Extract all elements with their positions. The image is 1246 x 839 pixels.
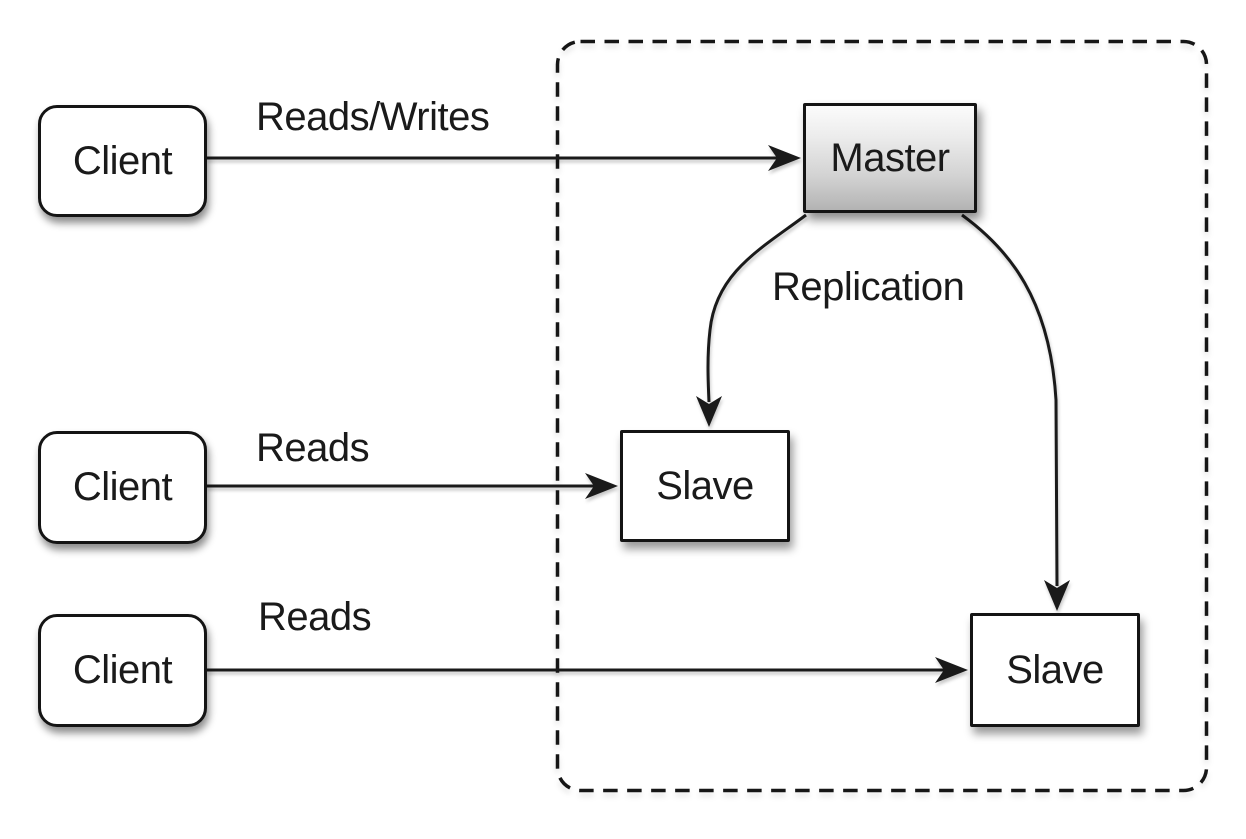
edge-master-slave2-replication-arrow [961, 213, 1070, 611]
node-client-1-label: Client [72, 138, 173, 183]
node-client-1: Client [38, 105, 207, 217]
node-master: Master [803, 103, 977, 213]
node-slave-1: Slave [620, 430, 790, 542]
arrowhead-down-icon [696, 396, 722, 427]
arrowhead-right-icon [585, 473, 618, 499]
edge-client3-slave2-arrow [207, 657, 968, 683]
node-master-label: Master [830, 135, 950, 180]
node-client-3-label: Client [72, 648, 173, 692]
arrowhead-right-icon [935, 657, 968, 683]
edge-label-replication: Replication [772, 265, 965, 309]
edge-master-slave1-replication-arrow [696, 213, 807, 427]
node-slave-2-label: Slave [1006, 647, 1104, 692]
node-client-2: Client [38, 431, 207, 544]
node-client-3: Client [38, 614, 207, 727]
node-client-2-label: Client [72, 465, 173, 509]
edge-client2-slave1-arrow [207, 473, 618, 499]
arrowhead-right-icon [768, 145, 801, 171]
node-slave-2: Slave [970, 613, 1140, 727]
edge-label-reads-writes: Reads/Writes [256, 95, 490, 139]
replication-group-border [555, 39, 1209, 793]
arrowhead-down-icon [1044, 580, 1070, 611]
edge-label-reads-middle: Reads [256, 426, 370, 470]
edge-label-reads-bottom: Reads [258, 595, 372, 639]
edge-client1-master-arrow [207, 145, 801, 171]
node-slave-1-label: Slave [656, 463, 754, 508]
